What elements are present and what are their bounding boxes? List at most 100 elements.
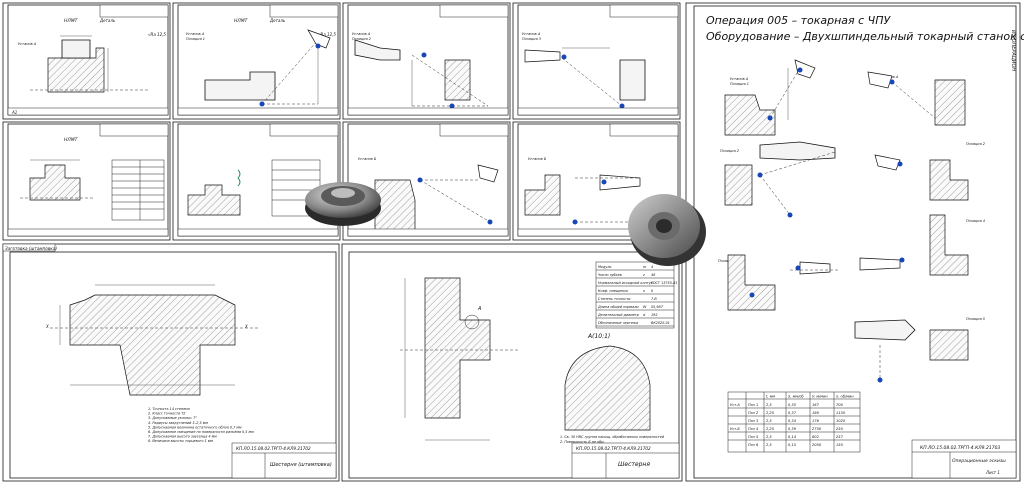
- op-sheet-1: НЛМТ Деталь √Ra 12,5 Установ А А1: [2, 2, 171, 120]
- cutting-table-cell: 2750: [812, 427, 822, 431]
- svg-text:Деталь: Деталь: [269, 18, 286, 23]
- tech-requirement-line: 3. Допускаемые уклоны: 7°: [148, 416, 197, 420]
- op-sheet-2: НЛМТ Деталь √Ra 12,5 Установ А Позиция 1: [172, 2, 341, 120]
- position-sketch-5: Позиция 2: [874, 142, 986, 201]
- svg-text:Позиция 3: Позиция 3: [522, 37, 541, 41]
- cutting-table-cell: 0,37: [788, 411, 797, 415]
- cutting-table-cell: 1155: [836, 411, 846, 415]
- cutting-table-cell: 2,5: [766, 443, 772, 447]
- gear-param-name: Обозначение чертежа: [598, 321, 638, 325]
- tech-requirement-line: 7. Допускаемая высота заусенца 4 мм: [148, 435, 217, 439]
- tech-requirement-line: 2. Класс точности Т2: [148, 412, 185, 416]
- title-block-name: Операционные эскизы: [952, 458, 1006, 464]
- blank-sheet-label: Заготовка (штамповка): [5, 246, 57, 251]
- gear-param-value: 4: [651, 265, 653, 269]
- cutting-table-cell: 0,14: [788, 435, 797, 439]
- cutting-table-cell: 167: [812, 403, 820, 407]
- svg-text:А1: А1: [11, 110, 17, 115]
- cutting-table-cell: 0,35: [788, 403, 797, 407]
- gear-param-value: 7-В: [651, 297, 657, 301]
- op-sheet-6: [172, 121, 341, 241]
- blank-3d-render: [305, 182, 381, 226]
- gear-param-symbol: x: [642, 289, 646, 293]
- blank-part-name: Шестерня (штамповка): [270, 462, 332, 468]
- svg-text:НЛМТ: НЛМТ: [234, 18, 249, 24]
- equipment-title: Оборудование – Двухшпиндельный токарный …: [706, 30, 1024, 43]
- tech-requirement-line: 5. Допускаемая величина остаточного обло…: [148, 425, 242, 429]
- gear-param-value: 192: [651, 313, 657, 317]
- svg-text:НЛМТ: НЛМТ: [64, 137, 79, 143]
- cutting-table-cell: 2050: [812, 443, 822, 447]
- title-block-code: КП.ЛО.15.08.02.ТРГП-4.КЛ9.21703: [920, 445, 1000, 451]
- op-sheet-row-2: НЛМТ: [2, 121, 681, 241]
- cutting-table-cell: 150: [836, 443, 844, 447]
- gear-param-value: 55,987: [651, 305, 664, 309]
- svg-text:X: X: [244, 324, 248, 329]
- gear-param-value: ГОСТ 13755-81: [651, 281, 677, 285]
- cutting-table-cell: 0,39: [788, 427, 797, 431]
- cutting-table-header: V, м/мин: [812, 395, 828, 399]
- cutting-table-cell: 2,5: [766, 403, 772, 407]
- gear-param-value: ВК202S-01: [651, 321, 670, 325]
- svg-text:Установ А: Установ А: [186, 32, 205, 36]
- cutting-table-cell: 188: [812, 411, 820, 415]
- svg-text:Позиция 2: Позиция 2: [720, 149, 740, 153]
- cutting-table-cell: Поз 2: [748, 411, 759, 415]
- svg-text:Позиция 2: Позиция 2: [966, 142, 986, 146]
- cutting-table-cell: 2,5: [766, 419, 772, 423]
- operation-title: Операция 005 – токарная с ЧПУ: [706, 14, 891, 27]
- title-block-sheet: Лист 1: [985, 470, 1000, 475]
- cutting-table-cell: 176: [812, 419, 820, 423]
- cutting-table-cell: Уст.А: [730, 403, 740, 407]
- gear-param-symbol: W: [643, 305, 647, 309]
- gear-note-line: 1. Св. 30 HRC группа насыщ. обработанных…: [560, 435, 665, 439]
- gear-note: 1. Св. 30 HRC группа насыщ. обработанных…: [560, 435, 665, 444]
- cutting-table-cell: 0,34: [788, 419, 797, 423]
- cutting-table-cell: 2,5: [766, 435, 772, 439]
- gear-note-line: 2. Поверхность Б не обр.: [560, 440, 605, 444]
- gear-param-name: Делительный диаметр: [597, 313, 639, 317]
- gear-doc-code: КП.ЛО.15.08.02.ТРГП-4.КЛ9.21702: [576, 446, 651, 451]
- cutting-table-cell: 257: [836, 435, 844, 439]
- side-tab-label: ИЗ ОПЕРАЦИОН: [1010, 30, 1016, 71]
- cutting-table-cell: Поз 5: [748, 435, 759, 439]
- gear-param-symbol: m: [643, 265, 647, 269]
- gear-param-name: Модуль: [598, 265, 612, 269]
- gear-param-symbol: d: [643, 313, 646, 317]
- tech-requirement-line: 8. Величина высоты торцевого 1 мм: [148, 439, 213, 443]
- blank-title-block: КП.ЛО.15.08.02.ТРГП-4.КЛ9.21702 Шестерня…: [231, 442, 337, 479]
- gear-param-name: Длина общей нормали: [597, 305, 639, 309]
- position-sketch-1: Установ А Позиция 1: [724, 59, 816, 136]
- gear-params-table-small: [111, 159, 165, 221]
- gear-param-value: 0: [651, 289, 653, 293]
- cutting-table-cell: 1025: [836, 419, 846, 423]
- cutting-table-cell: Поз 6: [748, 443, 759, 447]
- cutting-table-header: S, мм/об: [788, 395, 804, 399]
- cutting-table-cell: Поз 1: [748, 403, 758, 407]
- cutting-table-header: n, об/мин: [836, 395, 854, 399]
- op-sheet-7: Установ Б: [342, 121, 511, 241]
- svg-text:X: X: [45, 324, 49, 329]
- svg-text:Позиция 3: Позиция 3: [718, 259, 737, 263]
- position-sketch-6: Позиция 4: [859, 214, 985, 276]
- tool-point-icon: [315, 43, 321, 49]
- cutting-table-cell: 2,25: [766, 427, 775, 431]
- svg-text:Позиция 1: Позиция 1: [186, 37, 205, 41]
- cutting-table-cell: Поз 3: [748, 419, 759, 423]
- position-sketch-2: Позиция 2: [720, 141, 836, 218]
- cutting-table-cell: Уст.Б: [730, 427, 740, 431]
- op-sheet-8: Установ Б: [512, 121, 681, 241]
- op-sheet-5: НЛМТ: [2, 121, 171, 241]
- gear-3d-render: [628, 194, 706, 266]
- gear-part-name: Шестерня: [618, 461, 650, 468]
- gear-detail-label: А(10:1): [587, 333, 610, 340]
- svg-text:Позиция 1: Позиция 1: [730, 82, 749, 86]
- position-sketch-4: Установ А: [867, 71, 966, 126]
- cutting-table-cell: 802: [812, 435, 820, 439]
- tech-requirement-line: 1. Точность 14 степени: [148, 407, 191, 411]
- svg-text:Установ Б: Установ Б: [358, 157, 377, 161]
- gear-param-name: Коэф. смещения: [598, 289, 628, 293]
